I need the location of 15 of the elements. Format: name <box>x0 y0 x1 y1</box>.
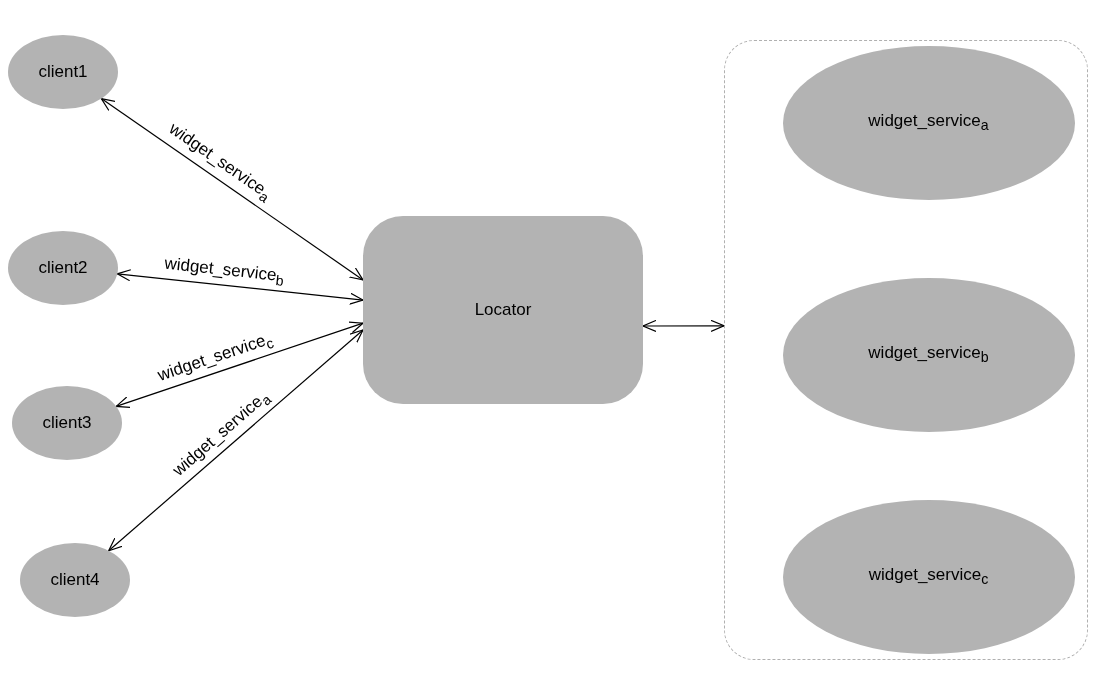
double-headed-arrow <box>100 97 364 281</box>
double-headed-arrow <box>642 319 725 333</box>
node-label: client3 <box>42 413 92 433</box>
rounded-box <box>363 216 643 404</box>
double-headed-arrow <box>108 329 364 552</box>
node-label: client1 <box>38 62 88 82</box>
double-headed-arrow <box>115 321 364 409</box>
node-label: client4 <box>50 570 100 590</box>
node-label: client2 <box>38 258 88 278</box>
node-label: widget_service$_{a}$ <box>868 111 989 134</box>
node-label: Locator <box>474 300 532 320</box>
dashed-group-box <box>724 40 1088 660</box>
double-headed-arrow <box>116 269 364 305</box>
node-label: widget_service$_{c}$ <box>868 565 989 588</box>
node-label: widget_service$_{b}$ <box>868 343 989 366</box>
